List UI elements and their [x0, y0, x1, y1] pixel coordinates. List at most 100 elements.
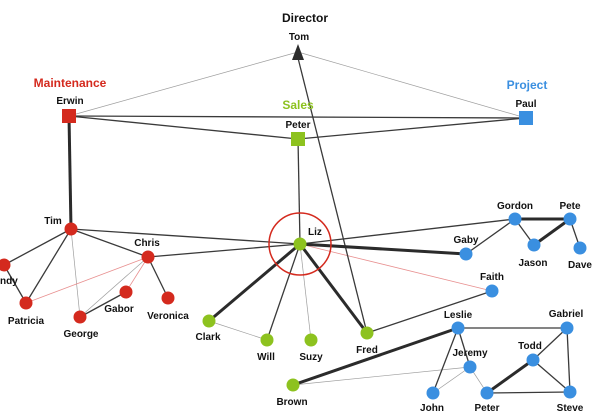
group-label-project: Project [507, 78, 548, 92]
edge-erwin-paul [68, 115, 527, 119]
node-jeremy [463, 360, 477, 374]
label-faith: Faith [480, 272, 504, 283]
label-fred: Fred [356, 345, 378, 356]
edge-leslie-john [432, 327, 459, 394]
label-dave: Dave [568, 260, 592, 271]
node-peter-sales [291, 132, 305, 146]
node-brown [286, 378, 300, 392]
red-edges [25, 243, 493, 304]
edge-tim-andy [3, 228, 72, 266]
node-dave [573, 241, 587, 255]
edge-liz-gordon [299, 218, 516, 245]
edge-chris-patricia [25, 256, 149, 304]
label-brown: Brown [276, 397, 307, 408]
edge-liz-faith [299, 243, 493, 292]
label-john: John [420, 403, 444, 414]
edge-liz-gaby [299, 242, 467, 256]
group-label-director: Director [282, 11, 328, 25]
node-peter-project [480, 386, 494, 400]
edge-brown-jeremy [292, 366, 471, 386]
node-gabriel [560, 321, 574, 335]
label-tom: Tom [289, 32, 309, 43]
node-faith [485, 284, 499, 298]
label-veronica: Veronica [147, 311, 189, 322]
node-steve [563, 385, 577, 399]
sales-nodes [202, 237, 374, 392]
label-erwin: Erwin [56, 96, 83, 107]
node-pete [563, 212, 577, 226]
edge-brown-leslie-thick [292, 326, 459, 387]
node-todd [526, 353, 540, 367]
label-gaby: Gaby [453, 235, 478, 246]
node-gaby [459, 247, 473, 261]
edge-erwin-tim [67, 115, 73, 230]
node-jason [527, 238, 541, 252]
edge-liz-fred [298, 243, 369, 334]
label-chris: Chris [134, 238, 160, 249]
node-andy [0, 258, 11, 272]
edge-todd-steve [532, 359, 571, 393]
edge-chris-liz [147, 243, 301, 258]
edge-todd-peter [486, 358, 534, 395]
label-jeremy: Jeremy [452, 348, 487, 359]
edge-fred-tom [297, 57, 368, 334]
edge-peter-steve [486, 391, 571, 394]
label-peter-project: Peter [474, 403, 499, 414]
node-gabor [119, 285, 133, 299]
node-erwin [62, 109, 76, 123]
label-andy: ndy [0, 276, 18, 287]
label-peter-sales: Peter [285, 120, 310, 131]
node-paul [519, 111, 533, 125]
label-todd: Todd [518, 341, 542, 352]
edge-chris-george [79, 256, 149, 318]
edge-liz-clark [208, 242, 301, 323]
edge-jeremy-john [432, 366, 471, 394]
edge-fred-faith [366, 290, 493, 334]
project-nodes [426, 212, 587, 400]
label-pete: Pete [559, 201, 581, 212]
tom-arrow-head [292, 44, 304, 60]
group-label-sales: Sales [282, 98, 314, 112]
node-chris [141, 250, 155, 264]
edge-clark-will [208, 320, 268, 341]
node-patricia [19, 296, 33, 310]
thick-edges [67, 115, 571, 395]
label-will: Will [257, 352, 275, 363]
edge-liz-suzy [299, 243, 312, 341]
label-tim: Tim [44, 216, 62, 227]
edge-liz-will [266, 243, 301, 341]
edge-erwin-peter [68, 115, 299, 140]
node-george [73, 310, 87, 324]
label-liz: Liz [308, 227, 322, 238]
edge-tim-chris [70, 228, 149, 258]
node-clark [202, 314, 216, 328]
edge-tom-paul [297, 51, 527, 119]
medium-edges [3, 57, 581, 394]
thin-grey-edges [68, 51, 527, 394]
label-clark: Clark [195, 332, 220, 343]
liz-highlight-ring [268, 212, 332, 276]
label-george: George [63, 329, 98, 340]
node-will [260, 333, 274, 347]
group-label-maintenance: Maintenance [34, 76, 107, 90]
edge-tom-erwin [68, 51, 299, 117]
edge-gabriel-todd [532, 327, 568, 361]
node-leslie [451, 321, 465, 335]
edge-tim-patricia [25, 228, 72, 304]
edge-tim-liz [70, 228, 301, 245]
label-paul: Paul [515, 99, 536, 110]
node-fred [360, 326, 374, 340]
edge-gabor-george [79, 291, 127, 318]
label-leslie: Leslie [444, 310, 473, 321]
edge-leslie-jeremy [457, 327, 471, 368]
label-gordon: Gordon [497, 201, 533, 212]
edge-gabriel-steve [566, 327, 571, 393]
edge-peter-paul [297, 117, 527, 140]
node-liz [293, 237, 307, 251]
edge-chris-veronica [147, 256, 169, 299]
edge-tim-george [70, 228, 81, 318]
edge-pete-jason [533, 217, 571, 247]
label-steve: Steve [557, 403, 584, 414]
label-patricia: Patricia [8, 316, 45, 327]
